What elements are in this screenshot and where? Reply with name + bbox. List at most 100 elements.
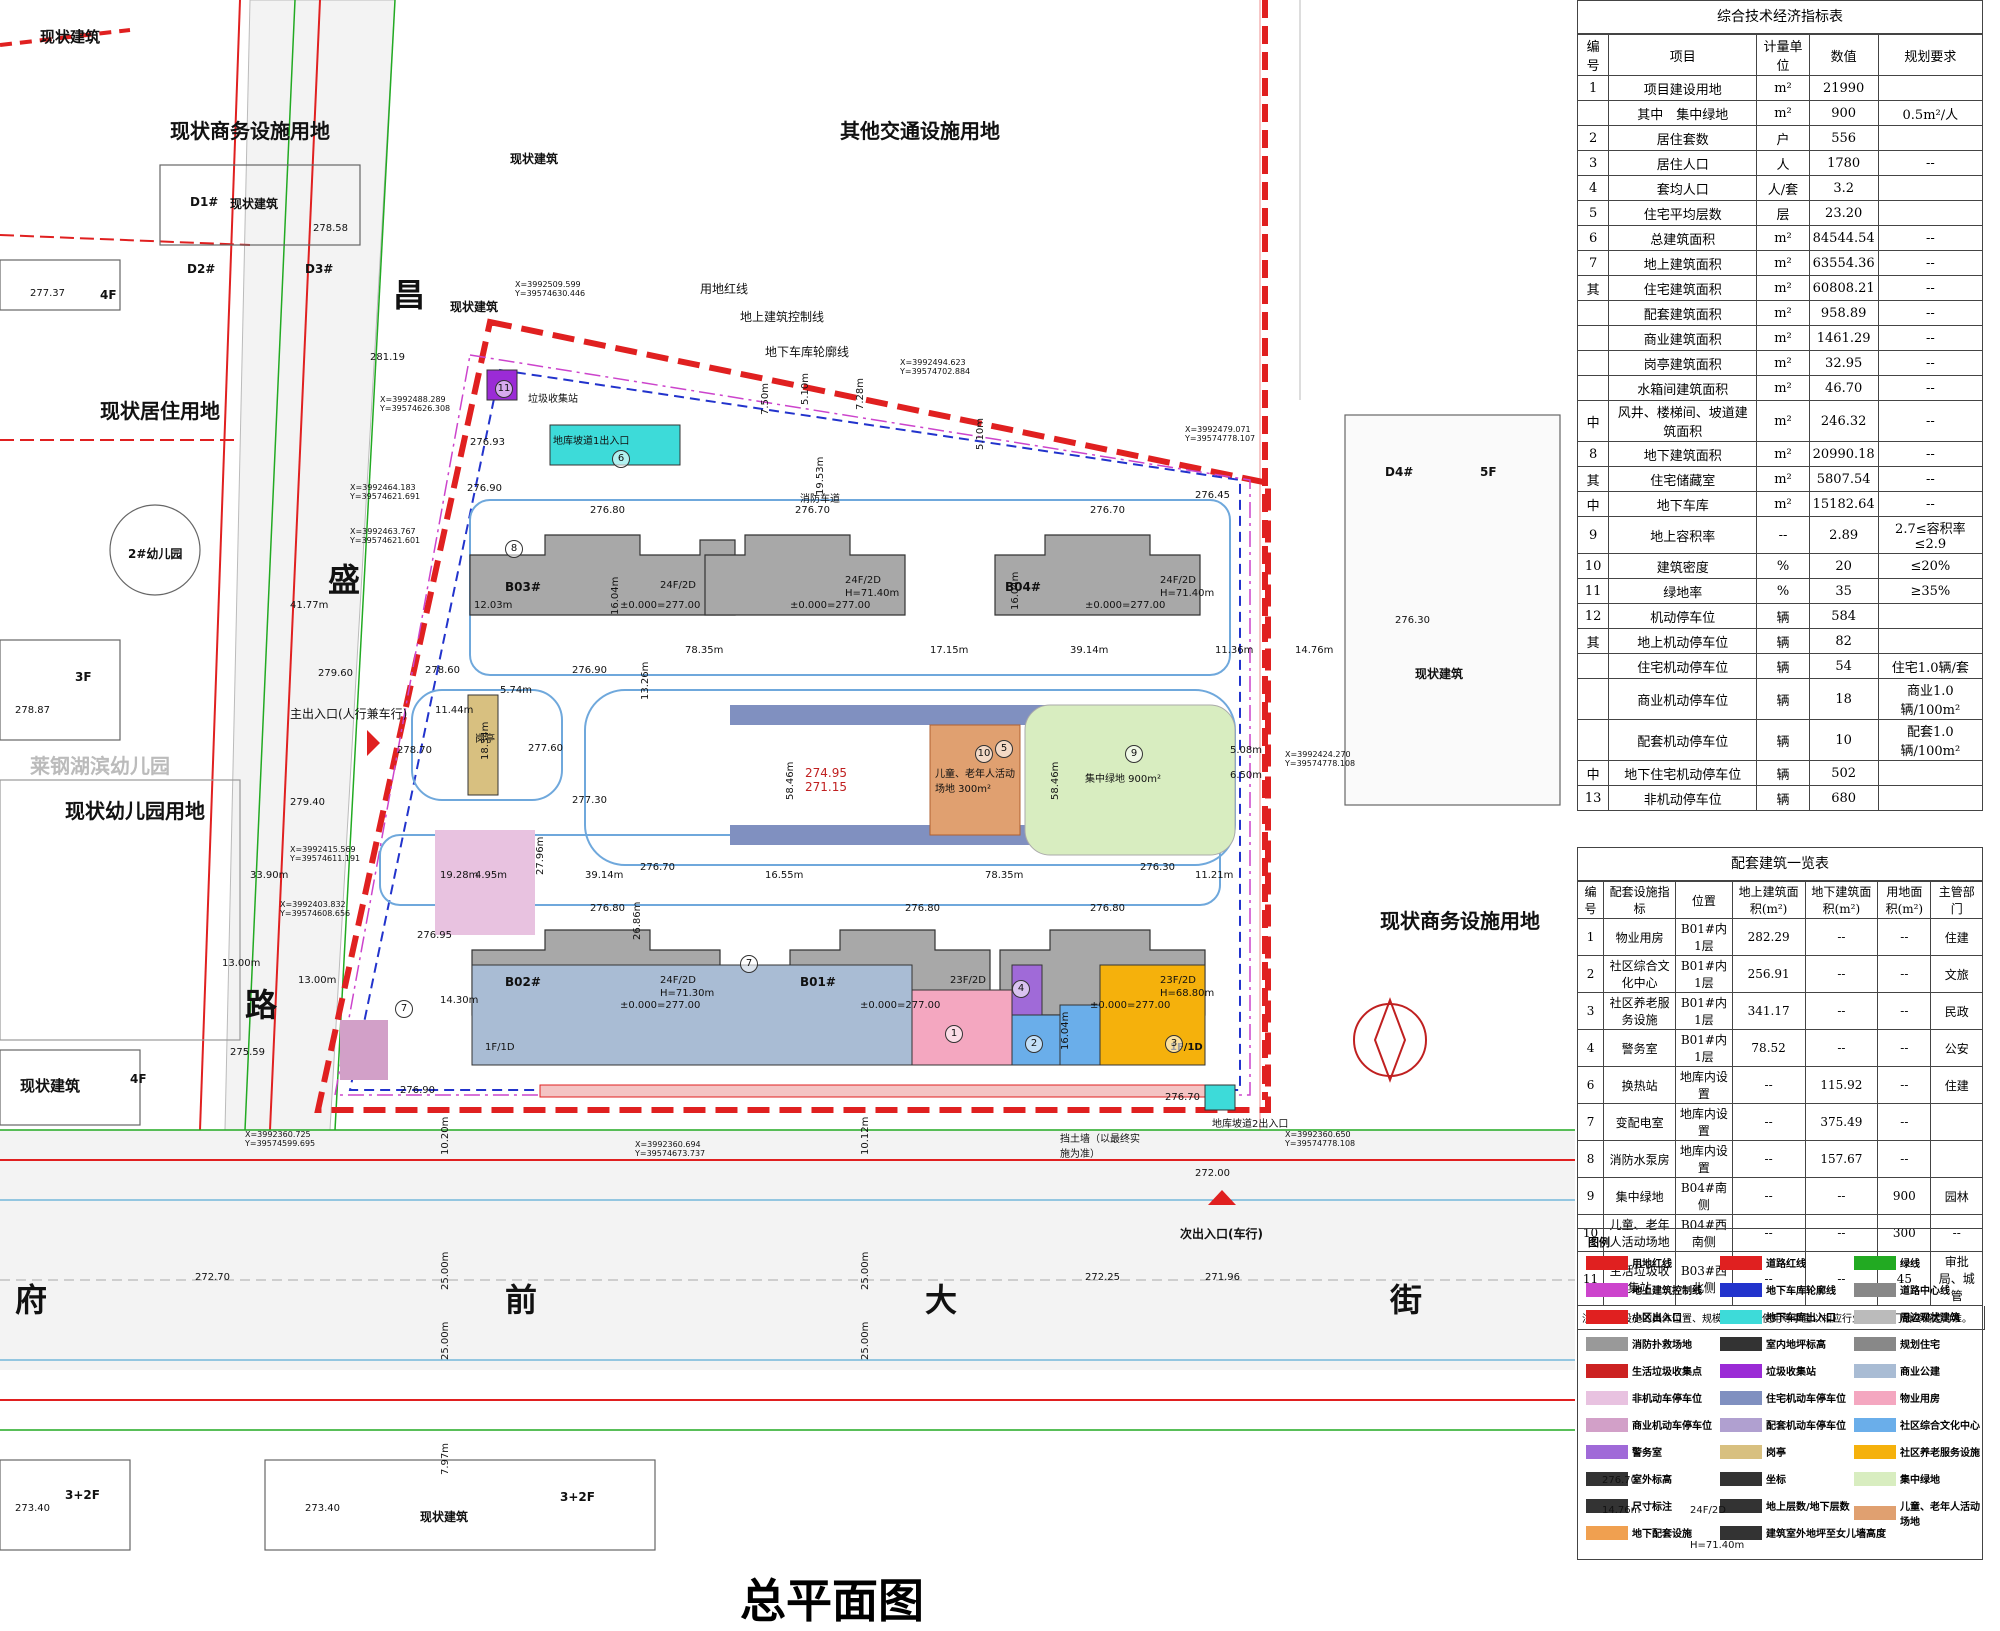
site-plan-drawing bbox=[0, 0, 1575, 1551]
elevation-label: 273.40 bbox=[15, 1503, 50, 1514]
table2-cell: 3 bbox=[1576, 992, 1605, 1030]
table1-cell: 958.89 bbox=[1808, 300, 1879, 326]
table2-header-cell: 地下建筑面积(m²) bbox=[1804, 881, 1879, 919]
table1-cell: 82 bbox=[1808, 628, 1879, 654]
legend-label: 社区养老服务设施 bbox=[1900, 1448, 1980, 1459]
table2-cell: 警务室 bbox=[1603, 1029, 1677, 1067]
elevation-label: 271.96 bbox=[1205, 1272, 1240, 1283]
dimension-label: 5.10m bbox=[975, 417, 986, 450]
legend-label: 小区出入口 bbox=[1632, 1313, 1682, 1324]
table1-cell bbox=[1576, 719, 1610, 761]
annotation-second-entry: 次出入口(车行) bbox=[1180, 1227, 1263, 1241]
table1-cell bbox=[1576, 350, 1610, 376]
legend-label: 地下配套设施 bbox=[1632, 1529, 1692, 1540]
legend-swatch bbox=[1586, 1498, 1628, 1513]
table1-caption: 综合技术经济指标表 bbox=[1577, 0, 1983, 34]
table1-cell: 其 bbox=[1576, 275, 1610, 301]
table1-cell: 风井、楼梯间、坡道建筑面积 bbox=[1608, 400, 1758, 442]
label-existing-bottom: 现状建筑 bbox=[420, 1510, 469, 1524]
dimension-label: 11.21m bbox=[1195, 870, 1234, 881]
table1-cell: 15182.64 bbox=[1808, 491, 1879, 517]
table1-cell: -- bbox=[1877, 275, 1984, 301]
dimension-label: 25.00m bbox=[440, 1321, 451, 1360]
coordinate-label: X=3992464.183 Y=39574621.691 bbox=[350, 483, 421, 501]
table2-cell: -- bbox=[1877, 1029, 1932, 1067]
table1-cell: 地上机动停车位 bbox=[1608, 628, 1758, 654]
dimension-label: 39.14m bbox=[585, 870, 624, 881]
table1-cell: m² bbox=[1756, 491, 1810, 517]
table1-cell: 584 bbox=[1808, 603, 1879, 629]
table1-cell: 900 bbox=[1808, 100, 1879, 126]
table1-cell: 层 bbox=[1756, 200, 1810, 226]
legend-item: 岗亭 bbox=[1720, 1444, 1786, 1459]
dimension-label: 16.04m bbox=[1010, 571, 1021, 610]
table1-cell: -- bbox=[1877, 300, 1984, 326]
supporting-facility-table: 编号配套设施指标位置地上建筑面积(m²)地下建筑面积(m²)用地面积(m²)主管… bbox=[1576, 881, 1983, 1306]
dimension-label: 33.90m bbox=[250, 870, 289, 881]
table2-cell: 审批局、城管 bbox=[1930, 1251, 1983, 1306]
table1-cell: 12 bbox=[1576, 603, 1610, 629]
legend-item: 尺寸标注 bbox=[1586, 1498, 1672, 1513]
legend-item: 地上建筑控制线 bbox=[1586, 1282, 1702, 1297]
building-height: H=68.80m bbox=[1160, 988, 1215, 999]
building-spec: 24F/2D bbox=[660, 975, 696, 986]
facility-number: 3 bbox=[1165, 1035, 1183, 1053]
legend-swatch bbox=[1854, 1417, 1896, 1432]
table1-cell: 1 bbox=[1576, 75, 1610, 101]
table2-cell: 2 bbox=[1576, 955, 1605, 993]
legend-label: 道路红线 bbox=[1766, 1259, 1806, 1270]
secondary-entrance-marker bbox=[1208, 1190, 1236, 1205]
table2-cell: 换热站 bbox=[1603, 1066, 1677, 1104]
table2-cell: -- bbox=[1804, 1029, 1879, 1067]
building-spec: 23F/2D bbox=[1160, 975, 1196, 986]
elevation-label: 272.00 bbox=[1195, 1168, 1230, 1179]
table1-cell: m² bbox=[1756, 75, 1810, 101]
table1-cell: 商业1.0辆/100m² bbox=[1877, 678, 1984, 720]
table2-caption: 配套建筑一览表 bbox=[1577, 847, 1983, 881]
elevation-label: 279.40 bbox=[290, 797, 325, 808]
elevation-label: 272.70 bbox=[195, 1272, 230, 1283]
table1-cell: 5807.54 bbox=[1808, 466, 1879, 492]
table1-cell bbox=[1877, 200, 1984, 226]
dimension-label: 4.95m bbox=[475, 870, 508, 881]
table1-cell: 总建筑面积 bbox=[1608, 225, 1758, 251]
table1-cell: 中 bbox=[1576, 491, 1610, 517]
label-existing-top: 现状建筑 bbox=[510, 152, 559, 166]
table1-cell: 商业机动停车位 bbox=[1608, 678, 1758, 720]
facility-number: 1 bbox=[945, 1025, 963, 1043]
table2-cell bbox=[1930, 1140, 1983, 1178]
elevation-label: 275.59 bbox=[230, 1047, 265, 1058]
legend-swatch bbox=[1854, 1471, 1896, 1486]
dimension-label: 5.10m bbox=[800, 372, 811, 405]
table2-cell: -- bbox=[1731, 1251, 1806, 1306]
legend-label: 商业机动车停车位 bbox=[1632, 1421, 1712, 1432]
legend-item: 坐标 bbox=[1720, 1471, 1786, 1486]
dimension-label: 13.00m bbox=[298, 975, 337, 986]
table1-cell: 辆 bbox=[1756, 719, 1810, 761]
table1-header-cell: 计量单位 bbox=[1756, 34, 1810, 76]
legend-swatch bbox=[1854, 1309, 1896, 1324]
legend-swatch bbox=[1720, 1255, 1762, 1270]
building-id: B01# bbox=[800, 975, 836, 989]
building-elev: ±0.000=277.00 bbox=[860, 1000, 941, 1011]
annotation-garbage: 垃圾收集站 bbox=[528, 394, 578, 405]
table1-cell: -- bbox=[1877, 250, 1984, 276]
annotation-retaining-wall: 挡土墙（以最终实施为准） bbox=[1060, 1134, 1140, 1160]
table1-cell bbox=[1576, 300, 1610, 326]
legend-sample: 24F/2D bbox=[1690, 1505, 1726, 1516]
table1-cell: 32.95 bbox=[1808, 350, 1879, 376]
table1-cell bbox=[1576, 375, 1610, 401]
elevation-label: 276.80 bbox=[590, 505, 625, 516]
label-transport: 其他交通设施用地 bbox=[840, 119, 1000, 143]
